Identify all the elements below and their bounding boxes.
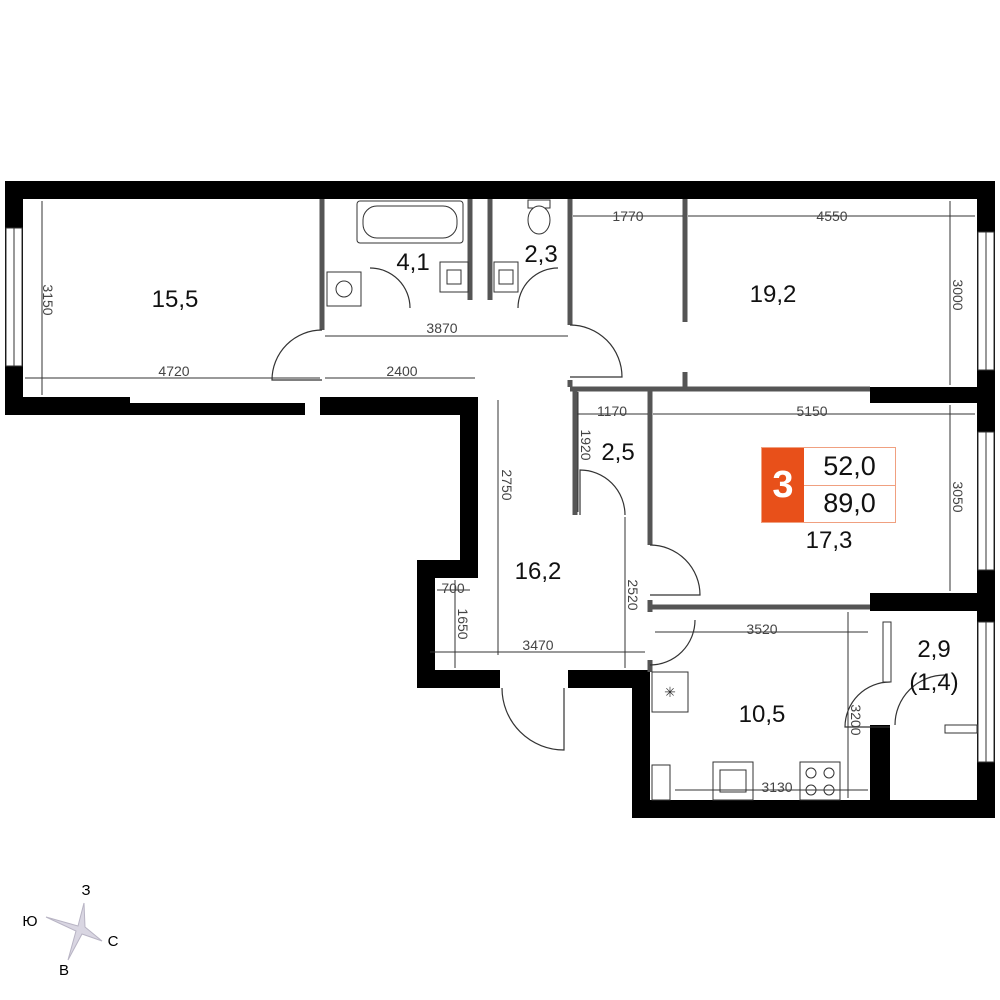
dim-2520: 2520 xyxy=(625,579,641,610)
compass-north: С xyxy=(108,933,119,950)
dim-3000: 3000 xyxy=(950,279,966,310)
dim-2400: 2400 xyxy=(386,363,417,379)
compass-west: З xyxy=(81,882,90,899)
apartment-badge: 3 52,0 89,0 xyxy=(761,447,896,523)
svg-text:✳: ✳ xyxy=(664,684,676,700)
dim-4720: 4720 xyxy=(158,363,189,379)
windows xyxy=(5,227,995,763)
room-area-balcony-reduced: (1,4) xyxy=(909,669,958,696)
sink-wc xyxy=(493,261,519,293)
room-area-19-2: 19,2 xyxy=(750,281,797,308)
interior-walls xyxy=(319,199,870,672)
compass-icon xyxy=(45,902,103,961)
dim-4550: 4550 xyxy=(816,208,847,224)
room-area-wc: 2,3 xyxy=(524,241,557,268)
dim-1650: 1650 xyxy=(455,608,471,639)
dim-1770: 1770 xyxy=(612,208,643,224)
room-count: 3 xyxy=(762,448,804,522)
room-area-17-3: 17,3 xyxy=(806,527,853,554)
room-area-hall: 16,2 xyxy=(515,558,562,585)
dim-2750: 2750 xyxy=(499,469,515,500)
dim-1170: 1170 xyxy=(597,403,627,419)
living-area: 52,0 xyxy=(804,448,895,486)
dim-700: 700 xyxy=(441,580,465,596)
dim-3050: 3050 xyxy=(950,481,966,512)
compass-east: В xyxy=(59,962,69,979)
dim-3520: 3520 xyxy=(746,621,777,637)
dim-3470: 3470 xyxy=(522,637,553,653)
total-area: 89,0 xyxy=(823,488,876,519)
compass-south: Ю xyxy=(22,913,37,930)
ventilation xyxy=(651,671,689,713)
dim-3130: 3130 xyxy=(761,779,792,795)
room-area-balcony: 2,9 xyxy=(917,636,950,663)
room-area-kitchen: 10,5 xyxy=(739,701,786,728)
dimension-lines xyxy=(25,201,975,798)
room-area-bath: 4,1 xyxy=(396,249,429,276)
room-area-closet: 2,5 xyxy=(601,439,634,466)
doors[interactable] xyxy=(271,267,946,751)
fixtures: ✳ xyxy=(326,199,978,801)
dim-1920: 1920 xyxy=(578,429,594,460)
dim-3200: 3200 xyxy=(848,704,864,735)
room-area-15-5: 15,5 xyxy=(152,286,199,313)
dim-3870: 3870 xyxy=(426,320,457,336)
stove xyxy=(799,761,841,801)
dim-5150: 5150 xyxy=(796,403,827,419)
dim-3150: 3150 xyxy=(40,284,56,315)
